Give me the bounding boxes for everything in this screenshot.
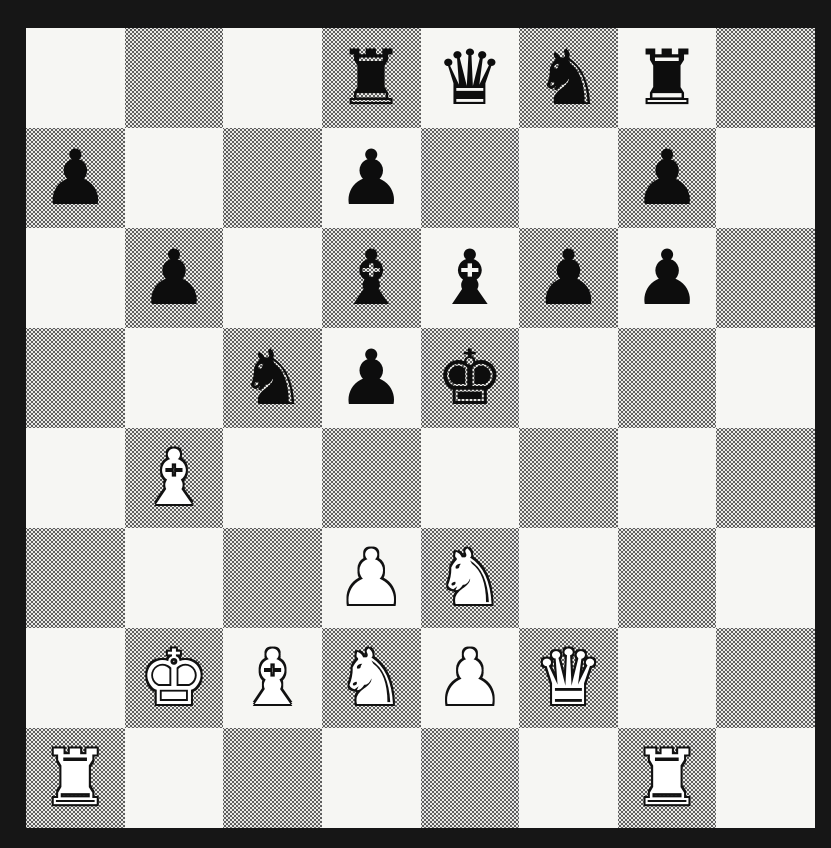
white-knight-icon[interactable]: ♞ xyxy=(337,640,405,716)
black-knight-icon[interactable]: ♞ xyxy=(238,340,306,416)
black-pawn-icon[interactable]: ♟ xyxy=(337,340,405,416)
square-b3[interactable] xyxy=(125,528,224,628)
square-b7[interactable] xyxy=(125,128,224,228)
square-a6[interactable] xyxy=(26,228,125,328)
square-b2[interactable]: ♚ xyxy=(125,628,224,728)
white-rook-icon[interactable]: ♜ xyxy=(633,740,701,816)
square-e7[interactable] xyxy=(421,128,520,228)
black-pawn-icon[interactable]: ♟ xyxy=(534,240,602,316)
square-d7[interactable]: ♟ xyxy=(322,128,421,228)
square-h3[interactable] xyxy=(716,528,815,628)
square-e3[interactable]: ♞ xyxy=(421,528,520,628)
black-knight-icon[interactable]: ♞ xyxy=(534,40,602,116)
square-h8[interactable] xyxy=(716,28,815,128)
black-pawn-icon[interactable]: ♟ xyxy=(337,140,405,216)
square-h2[interactable] xyxy=(716,628,815,728)
square-h4[interactable] xyxy=(716,428,815,528)
square-f2[interactable]: ♛ xyxy=(519,628,618,728)
white-bishop-icon[interactable]: ♝ xyxy=(238,640,306,716)
square-c1[interactable] xyxy=(223,728,322,828)
square-a2[interactable] xyxy=(26,628,125,728)
square-g8[interactable]: ♜ xyxy=(618,28,717,128)
black-pawn-icon[interactable]: ♟ xyxy=(140,240,208,316)
square-c4[interactable] xyxy=(223,428,322,528)
square-c6[interactable] xyxy=(223,228,322,328)
white-pawn-icon[interactable]: ♟ xyxy=(436,640,504,716)
black-rook-icon[interactable]: ♜ xyxy=(633,40,701,116)
square-g4[interactable] xyxy=(618,428,717,528)
square-h1[interactable] xyxy=(716,728,815,828)
white-king-icon[interactable]: ♚ xyxy=(140,640,208,716)
square-g5[interactable] xyxy=(618,328,717,428)
square-a1[interactable]: ♜ xyxy=(26,728,125,828)
square-d3[interactable]: ♟ xyxy=(322,528,421,628)
square-d2[interactable]: ♞ xyxy=(322,628,421,728)
square-h5[interactable] xyxy=(716,328,815,428)
square-a8[interactable] xyxy=(26,28,125,128)
square-c7[interactable] xyxy=(223,128,322,228)
chess-board[interactable]: ♜ ♛ ♞ ♜ ♟ ♟ ♟ ♟ ♝ ♝ ♟ ♟ ♞ ♟ ♚ ♝ ♟ ♞ ♚ ♝ ♞ ♟ ♛ ♜ ♜ xyxy=(26,28,815,828)
square-d8[interactable]: ♜ xyxy=(322,28,421,128)
black-queen-icon[interactable]: ♛ xyxy=(436,40,504,116)
white-rook-icon[interactable]: ♜ xyxy=(41,740,109,816)
square-e2[interactable]: ♟ xyxy=(421,628,520,728)
square-c3[interactable] xyxy=(223,528,322,628)
square-h6[interactable] xyxy=(716,228,815,328)
square-a3[interactable] xyxy=(26,528,125,628)
square-d5[interactable]: ♟ xyxy=(322,328,421,428)
square-g1[interactable]: ♜ xyxy=(618,728,717,828)
square-e6[interactable]: ♝ xyxy=(421,228,520,328)
white-knight-icon[interactable]: ♞ xyxy=(436,540,504,616)
square-b6[interactable]: ♟ xyxy=(125,228,224,328)
square-f7[interactable] xyxy=(519,128,618,228)
square-e5[interactable]: ♚ xyxy=(421,328,520,428)
square-a5[interactable] xyxy=(26,328,125,428)
square-e8[interactable]: ♛ xyxy=(421,28,520,128)
black-pawn-icon[interactable]: ♟ xyxy=(41,140,109,216)
square-d4[interactable] xyxy=(322,428,421,528)
square-b5[interactable] xyxy=(125,328,224,428)
black-bishop-icon[interactable]: ♝ xyxy=(436,240,504,316)
square-f5[interactable] xyxy=(519,328,618,428)
square-f8[interactable]: ♞ xyxy=(519,28,618,128)
white-pawn-icon[interactable]: ♟ xyxy=(337,540,405,616)
square-c8[interactable] xyxy=(223,28,322,128)
square-b1[interactable] xyxy=(125,728,224,828)
square-a7[interactable]: ♟ xyxy=(26,128,125,228)
square-e4[interactable] xyxy=(421,428,520,528)
black-pawn-icon[interactable]: ♟ xyxy=(633,240,701,316)
square-c2[interactable]: ♝ xyxy=(223,628,322,728)
square-f3[interactable] xyxy=(519,528,618,628)
white-queen-icon[interactable]: ♛ xyxy=(534,640,602,716)
square-f1[interactable] xyxy=(519,728,618,828)
square-g3[interactable] xyxy=(618,528,717,628)
square-d6[interactable]: ♝ xyxy=(322,228,421,328)
square-d1[interactable] xyxy=(322,728,421,828)
black-bishop-icon[interactable]: ♝ xyxy=(337,240,405,316)
black-rook-icon[interactable]: ♜ xyxy=(337,40,405,116)
square-c5[interactable]: ♞ xyxy=(223,328,322,428)
square-g2[interactable] xyxy=(618,628,717,728)
square-f6[interactable]: ♟ xyxy=(519,228,618,328)
square-a4[interactable] xyxy=(26,428,125,528)
square-g6[interactable]: ♟ xyxy=(618,228,717,328)
square-f4[interactable] xyxy=(519,428,618,528)
black-pawn-icon[interactable]: ♟ xyxy=(633,140,701,216)
square-b4[interactable]: ♝ xyxy=(125,428,224,528)
white-bishop-icon[interactable]: ♝ xyxy=(140,440,208,516)
square-b8[interactable] xyxy=(125,28,224,128)
black-king-icon[interactable]: ♚ xyxy=(436,340,504,416)
square-h7[interactable] xyxy=(716,128,815,228)
square-e1[interactable] xyxy=(421,728,520,828)
square-g7[interactable]: ♟ xyxy=(618,128,717,228)
